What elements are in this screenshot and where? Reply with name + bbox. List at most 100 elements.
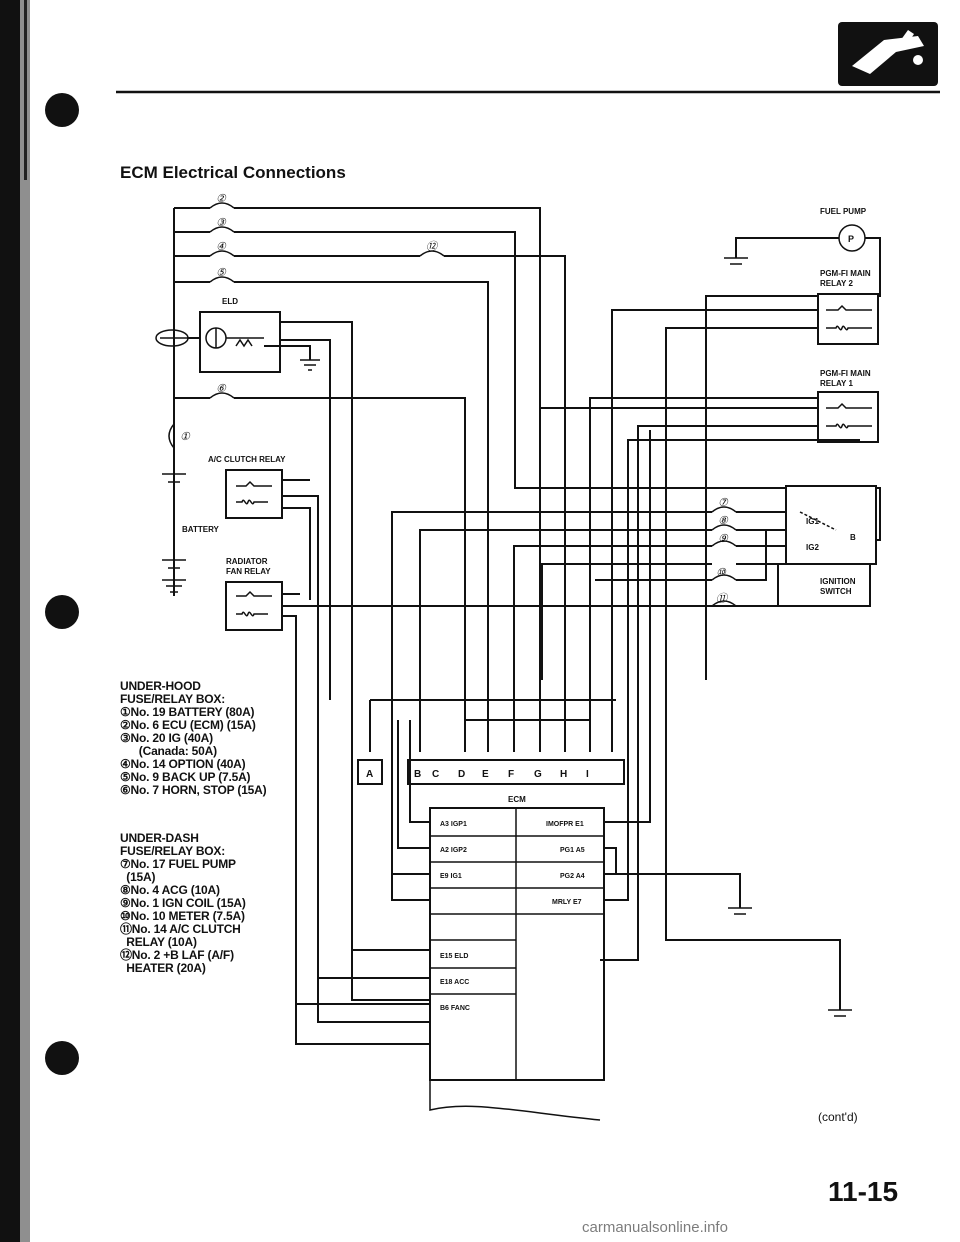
under-hood-item-6: ⑤No. 9 BACK UP (7.5A)	[120, 770, 251, 784]
connector-d: D	[458, 769, 465, 780]
continued-note: (cont'd)	[818, 1110, 858, 1124]
connector-a-box	[357, 759, 383, 785]
eld-label: ELD	[222, 297, 238, 306]
connector-a: A	[366, 769, 373, 780]
connector-i: I	[586, 769, 589, 780]
punch-hole-bottom	[45, 1041, 79, 1075]
under-hood-fuse-legend: UNDER-HOOD FUSE/RELAY BOX: ①No. 19 BATTE…	[120, 680, 360, 797]
ignition-switch: IG1 IG2 B IGNITION SWITCH	[785, 485, 877, 596]
punch-hole-middle	[45, 595, 79, 629]
ecm-pin-a3: A3 IGP1	[440, 821, 467, 828]
page-title: ECM Electrical Connections	[120, 163, 346, 182]
fuse-feed-wires	[173, 207, 881, 680]
ground-connector-symbol	[155, 329, 200, 347]
pgmfi-relay1-label-1: PGM-FI MAIN	[820, 369, 871, 378]
ac-clutch-relay-label: A/C CLUTCH RELAY	[208, 455, 286, 464]
under-dash-fuse-legend: UNDER-DASH FUSE/RELAY BOX: ⑦No. 17 FUEL …	[120, 832, 340, 975]
under-dash-heading-2: FUSE/RELAY BOX:	[120, 844, 226, 858]
under-dash-fuse-symbols	[711, 506, 737, 607]
pgmfi-relay2-label-2: RELAY 2	[820, 279, 853, 288]
under-hood-heading-2: FUSE/RELAY BOX:	[120, 692, 226, 706]
ig1-label: IG1	[806, 517, 819, 526]
fuse-marker-3: ③	[216, 217, 227, 229]
fuse-marker-10: ⑩	[716, 567, 727, 579]
connector-c: C	[432, 769, 439, 780]
connector-h: H	[560, 769, 567, 780]
fuse-marker-2: ②	[216, 193, 227, 205]
ecm-pin-e1: IMOFPR E1	[546, 821, 584, 828]
ignition-switch-label-2: SWITCH	[820, 587, 852, 596]
ignition-switch-label-1: IGNITION	[820, 577, 856, 586]
fuse-marker-6: ⑥	[216, 383, 227, 395]
ecm-pin-b6: B6 FANC	[440, 1005, 470, 1012]
ac-clutch-relay	[225, 469, 430, 1023]
punch-hole-top	[45, 93, 79, 127]
connector-f: F	[508, 769, 514, 780]
under-dash-item-9: HEATER (20A)	[120, 961, 206, 975]
pgmfi-main-relay-2	[611, 293, 879, 1017]
ecm-connectors: A B C D E F G H I	[357, 759, 625, 785]
battery-label: BATTERY	[182, 525, 220, 534]
under-dash-fuse-wires	[282, 511, 786, 901]
under-dash-item-5: ⑩No. 10 METER (7.5A)	[120, 909, 245, 923]
ecm-pin-wires	[296, 430, 860, 1005]
fuse-marker-9: ⑨	[718, 533, 729, 545]
under-hood-item-7: ⑥No. 7 HORN, STOP (15A)	[120, 783, 267, 797]
under-dash-item-6: ⑪No. 14 A/C CLUTCH	[120, 922, 241, 936]
ecm-box	[429, 807, 605, 1121]
under-dash-item-4: ⑨No. 1 IGN COIL (15A)	[120, 896, 246, 910]
under-hood-item-1: ①No. 19 BATTERY (80A)	[120, 705, 255, 719]
connector-bi-box	[407, 759, 625, 785]
b-terminal-label: B	[850, 533, 856, 542]
ecm-pin-e18: E18 ACC	[440, 979, 469, 986]
under-hood-item-5: ④No. 14 OPTION (40A)	[120, 757, 246, 771]
ecm-label: ECM	[508, 795, 526, 804]
ecm-pin-a2: A2 IGP2	[440, 847, 467, 854]
under-hood-heading-1: UNDER-HOOD	[120, 679, 201, 693]
fuse-marker-5: ⑤	[216, 267, 227, 279]
connector-g: G	[534, 769, 542, 780]
pgmfi-relay1-label-2: RELAY 1	[820, 379, 853, 388]
under-hood-item-4: (Canada: 50A)	[120, 744, 217, 758]
fuse-marker-11: ⑪	[716, 592, 729, 605]
fuel-system-section-icon	[838, 22, 938, 86]
binding-edge	[0, 0, 20, 1242]
battery-branch	[162, 448, 186, 593]
under-hood-item-2: ②No. 6 ECU (ECM) (15A)	[120, 718, 256, 732]
fuel-pump: FUEL PUMP P	[705, 207, 881, 680]
edge-mark	[24, 0, 27, 180]
connector-e: E	[482, 769, 489, 780]
fuel-pump-symbol: P	[848, 234, 854, 244]
connector-b: B	[414, 769, 421, 780]
under-hood-item-3: ③No. 20 IG (40A)	[120, 731, 213, 745]
ecm-pin-a5: PG1 A5	[560, 847, 585, 854]
under-dash-item-3: ⑧No. 4 ACG (10A)	[120, 883, 220, 897]
eld-module: ELD	[199, 297, 430, 1001]
fuse-marker-12: ⑫	[426, 240, 439, 253]
fuse-marker-1: ①	[180, 431, 191, 443]
fuse-marker-7: ⑦	[718, 497, 729, 509]
fuse-marker-4: ④	[216, 241, 227, 253]
under-dash-item-1: ⑦No. 17 FUEL PUMP	[120, 857, 236, 871]
watermark: carmanualsonline.info	[582, 1219, 728, 1236]
radiator-fan-relay-label-2: FAN RELAY	[226, 567, 271, 576]
under-dash-heading-1: UNDER-DASH	[120, 831, 199, 845]
pgmfi-main-relay-1	[540, 290, 879, 961]
page-number: 11-15	[828, 1176, 899, 1207]
fuse-symbols	[168, 202, 445, 449]
radiator-fan-relay-label-1: RADIATOR	[226, 557, 268, 566]
fuse-marker-8: ⑧	[718, 515, 729, 527]
under-dash-item-2: (15A)	[120, 870, 156, 884]
ig2-label: IG2	[806, 543, 819, 552]
ecm-pin-e9: E9 IG1	[440, 873, 462, 880]
ecm-pin-a4: PG2 A4	[560, 873, 585, 880]
ecm-pin-e15: E15 ELD	[440, 953, 468, 960]
ecm-pin-e7: MRLY E7	[552, 899, 582, 906]
under-dash-item-7: RELAY (10A)	[120, 935, 197, 949]
pgmfi-relay2-label-1: PGM-FI MAIN	[820, 269, 871, 278]
binding-shadow	[20, 0, 30, 1242]
fuel-pump-label: FUEL PUMP	[820, 207, 867, 216]
under-dash-item-8: ⑫No. 2 +B LAF (A/F)	[120, 948, 234, 962]
